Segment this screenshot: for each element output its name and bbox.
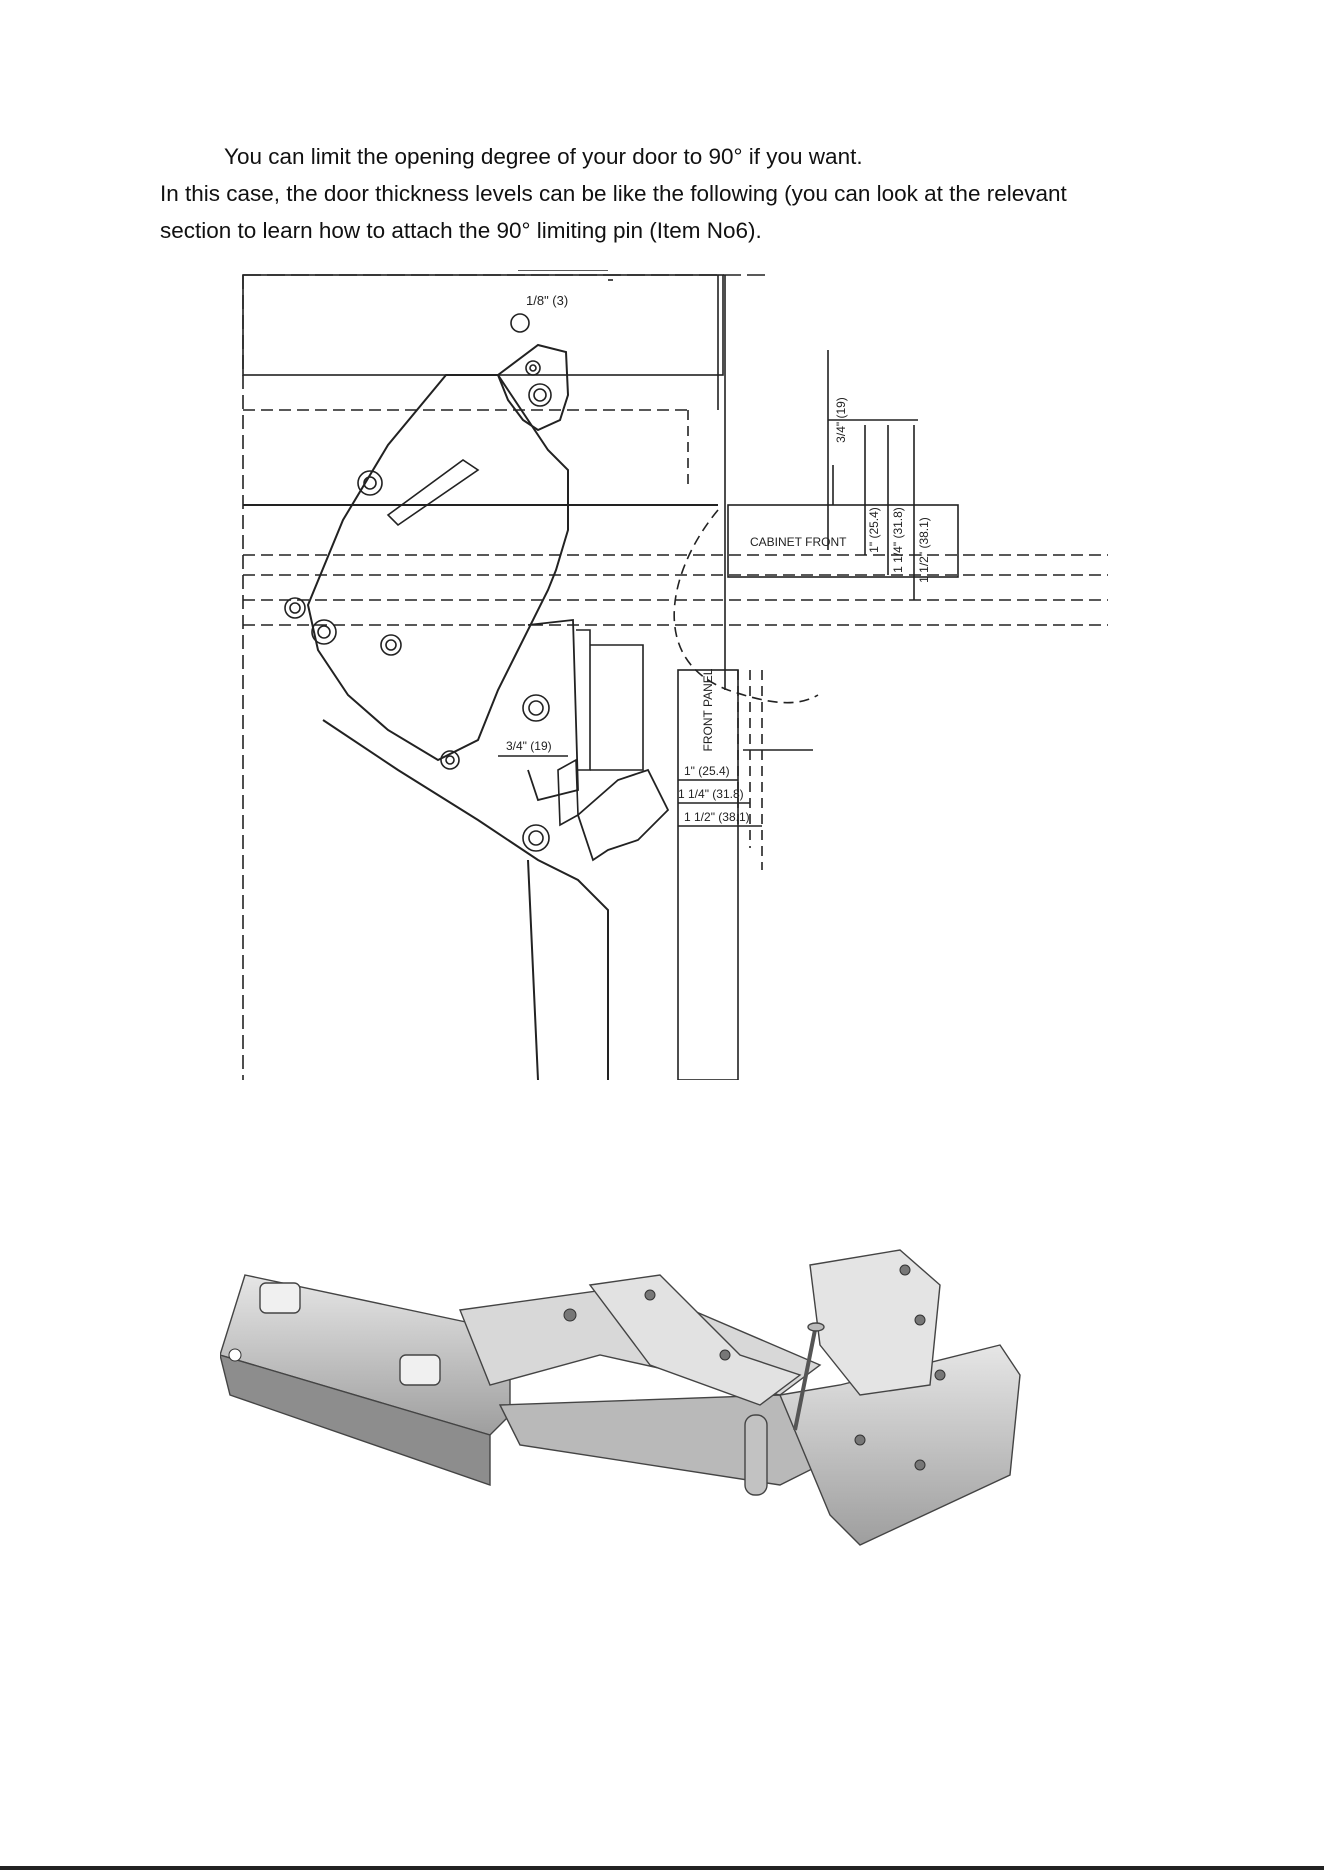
cabinet-front-label: CABINET FRONT [750, 535, 847, 549]
hinge-3d-render [220, 1249, 1021, 1546]
bottom-dim-4: 1 1/2" (38.1) [684, 810, 750, 824]
dim-label-top: 1/8" (3) [526, 293, 568, 308]
bottom-dim-3: 1 1/4" (31.8) [678, 787, 744, 801]
instruction-line-3: section to learn how to attach the 90° l… [160, 218, 762, 243]
instruction-line-2: In this case, the door thickness levels … [160, 181, 1067, 206]
page-bottom-rule [0, 1866, 1324, 1870]
bottom-dim-2: 1" (25.4) [684, 764, 730, 778]
instruction-text: You can limit the opening degree of your… [160, 138, 1180, 249]
hinge-technical-drawing: 1/8" (3) CABINET FRONT FRONT PANEL 3/4" … [242, 270, 1108, 1080]
vertical-dim-3: 1 1/4" (31.8) [891, 507, 905, 573]
vertical-dim-4: 1 1/2" (38.1) [917, 517, 931, 583]
vertical-dim-1: 3/4" (19) [834, 397, 848, 443]
front-panel-label: FRONT PANEL [701, 668, 715, 751]
bottom-dim-1: 3/4" (19) [506, 739, 552, 753]
vertical-dim-2: 1" (25.4) [867, 507, 881, 553]
instruction-line-1: You can limit the opening degree of your… [224, 144, 863, 169]
